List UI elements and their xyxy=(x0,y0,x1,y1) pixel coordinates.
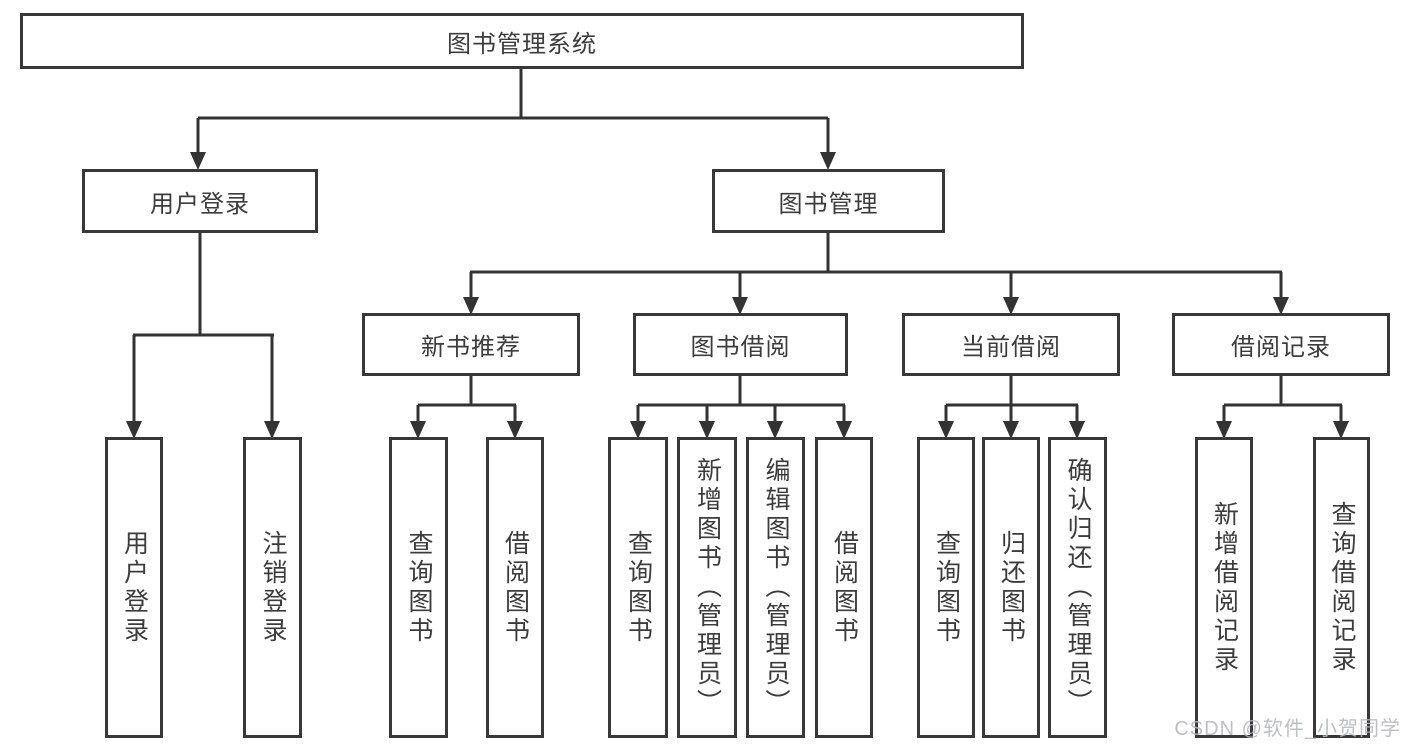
leaf-label: 查询图书 xyxy=(405,529,433,646)
leaf-logout: 注销登录 xyxy=(243,437,302,738)
node-current-borrow: 当前借阅 xyxy=(902,313,1120,376)
leaf-label: 归还图书 xyxy=(997,529,1026,646)
leaf-label: 编辑图书（管理员） xyxy=(762,457,790,718)
leaf-user-login: 用户登录 xyxy=(105,437,163,738)
leaf-query-books-2: 查询图书 xyxy=(608,437,668,738)
leaf-return-books: 归还图书 xyxy=(982,437,1040,738)
node-borrow-records: 借阅记录 xyxy=(1172,313,1390,376)
node-new-book-recommend: 新书推荐 xyxy=(362,313,580,376)
leaf-label: 查询借阅记录 xyxy=(1328,500,1356,675)
leaf-label: 查询图书 xyxy=(624,529,653,646)
node-book-management: 图书管理 xyxy=(712,169,945,233)
leaf-query-borrow-record: 查询借阅记录 xyxy=(1313,437,1370,738)
leaf-borrow-books-2: 借阅图书 xyxy=(815,437,873,738)
leaf-label: 注销登录 xyxy=(259,529,287,646)
leaf-confirm-return-admin: 确认归还（管理员） xyxy=(1048,437,1107,738)
node-book-borrow: 图书借阅 xyxy=(633,313,848,376)
leaf-label: 借阅图书 xyxy=(830,529,859,646)
leaf-label: 新增图书（管理员） xyxy=(693,457,722,718)
leaf-label: 确认归还（管理员） xyxy=(1064,457,1092,718)
leaf-add-books-admin: 新增图书（管理员） xyxy=(677,437,737,738)
leaf-edit-books-admin: 编辑图书（管理员） xyxy=(746,437,805,738)
leaf-query-books-1: 查询图书 xyxy=(389,437,448,738)
leaf-add-borrow-record: 新增借阅记录 xyxy=(1195,437,1253,738)
leaf-label: 借阅图书 xyxy=(501,529,530,646)
leaf-label: 用户登录 xyxy=(120,529,149,646)
node-user-login: 用户登录 xyxy=(82,169,318,233)
leaf-label: 查询图书 xyxy=(932,529,961,646)
leaf-query-books-3: 查询图书 xyxy=(917,437,975,738)
watermark: CSDN @软件_小贺同学 xyxy=(1174,718,1401,740)
leaf-borrow-books-1: 借阅图书 xyxy=(486,437,544,738)
leaf-label: 新增借阅记录 xyxy=(1210,500,1239,675)
node-root: 图书管理系统 xyxy=(20,13,1024,69)
